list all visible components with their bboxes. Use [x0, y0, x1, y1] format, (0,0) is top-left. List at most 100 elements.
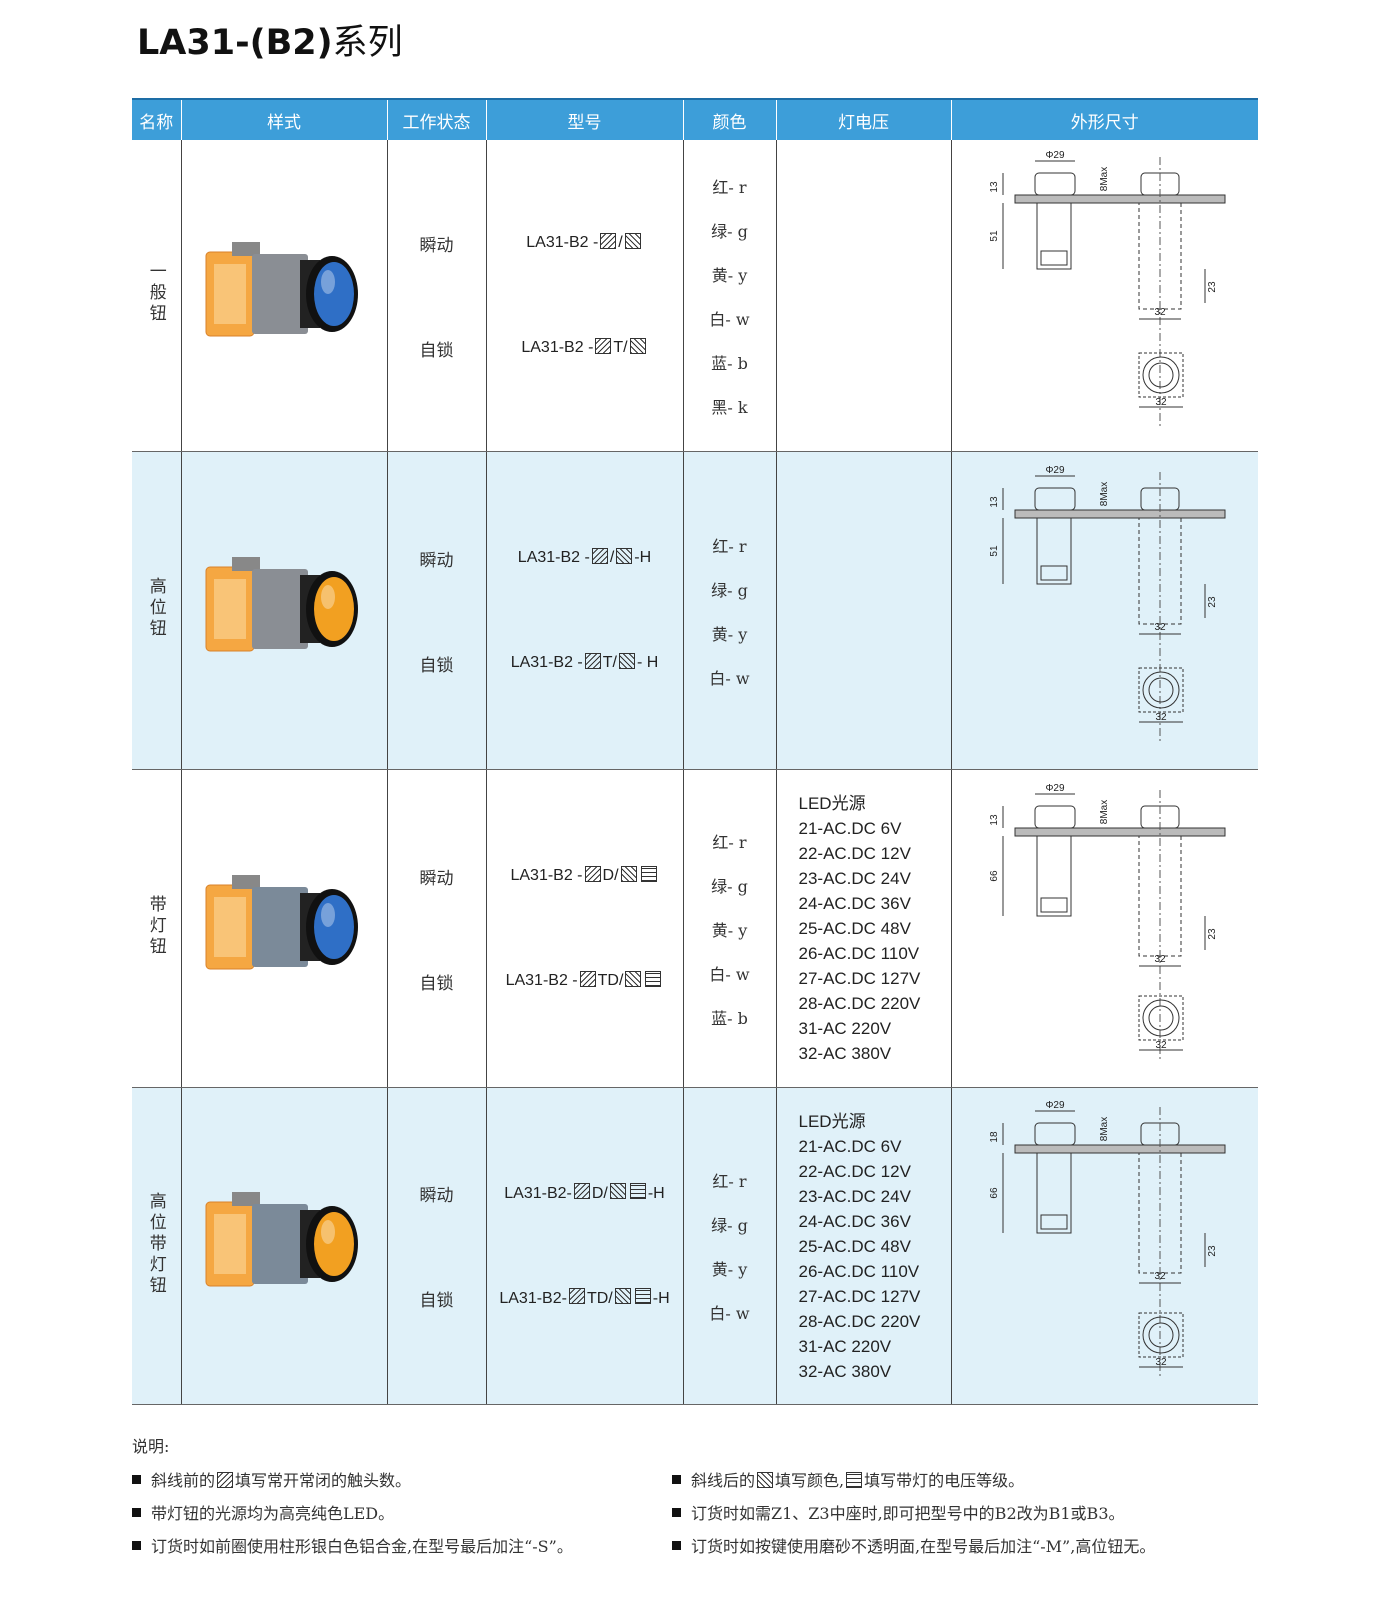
housing [252, 1204, 308, 1284]
voltage-option: 31-AC 220V [798, 1019, 892, 1038]
voltage-option: 26-AC.DC 110V [798, 1261, 920, 1281]
terminal-screw [232, 241, 260, 256]
voltage-lines-icon [640, 865, 657, 882]
voltage-option: LED光源 [798, 1111, 866, 1131]
button-cap-side [1034, 487, 1076, 510]
bullet-icon [672, 1541, 681, 1550]
voltage-option: 23-AC.DC 24V [798, 1186, 911, 1206]
color-hatch-icon [618, 652, 635, 669]
contact-hatch-icon [595, 337, 612, 354]
dim-label-phi: Φ29 [1045, 783, 1065, 794]
dim-label-w1: 32 [1154, 622, 1166, 633]
color-hatch-icon [625, 970, 642, 987]
button-face [314, 1212, 354, 1276]
color-option: 黄- y [711, 1260, 748, 1279]
button-photo [205, 874, 358, 969]
lines-symbol-icon [846, 1471, 863, 1488]
terminal-screw [232, 874, 260, 889]
work-state: 瞬动 [419, 235, 454, 256]
model-number: LA31-B2 -/-H [517, 547, 652, 566]
voltage-option: 22-AC.DC 12V [798, 844, 911, 863]
body-side [1036, 1152, 1072, 1234]
button-cap-side [1034, 1122, 1076, 1146]
housing [252, 886, 308, 967]
voltage-option: 26-AC.DC 110V [798, 944, 920, 963]
color-option: 红- r [712, 1172, 747, 1191]
color-option: 红- r [712, 536, 747, 556]
dim-label-w1: 32 [1154, 307, 1166, 318]
bullet-icon [132, 1508, 141, 1517]
dim-label-max: 8Max [1099, 799, 1110, 823]
bullet-icon [132, 1475, 141, 1484]
dim-label-top: 13 [989, 814, 1000, 826]
voltage-option: 25-AC.DC 48V [798, 1236, 911, 1256]
header-style: 样式 [180, 98, 387, 140]
dim-label-max: 8Max [1099, 166, 1110, 190]
footprint-inner [1148, 1005, 1174, 1030]
title-code: LA31-(B2) [137, 23, 333, 63]
notes-heading: 说明: [132, 1437, 170, 1456]
product-name: 高位带灯钮 [145, 1191, 166, 1297]
dim-label-max: 8Max [1099, 481, 1110, 505]
button-face [314, 261, 354, 326]
product-image-cell [180, 451, 387, 770]
model-number: LA31-B2 -T/- H [510, 652, 659, 671]
footprint-square [1138, 352, 1184, 397]
model-cell: LA31-B2 -/-H LA31-B2 -T/- H [485, 451, 683, 770]
voltage-cell [775, 451, 951, 770]
dim-label-w2: 32 [1155, 397, 1167, 408]
voltage-option: 28-AC.DC 220V [798, 994, 921, 1013]
model-cell: LA31-B2 -D/LA31-B2 -TD/ [485, 769, 683, 1088]
work-state-cell: 瞬动自锁 [386, 451, 486, 770]
voltage-option: 27-AC.DC 127V [798, 1286, 921, 1306]
header-state: 工作状态 [386, 98, 486, 140]
dim-label-w2: 32 [1155, 712, 1167, 723]
footprint-square [1138, 995, 1184, 1040]
work-state: 自锁 [419, 973, 454, 994]
color-option: 黑- k [711, 397, 748, 417]
color-option: 白- w [709, 964, 750, 984]
color-option: 蓝- b [711, 353, 748, 373]
voltage-option: 27-AC.DC 127V [798, 969, 921, 988]
button-cap-side [1034, 805, 1076, 828]
work-state-cell: 瞬动自锁 [386, 769, 486, 1088]
work-state: 瞬动 [419, 550, 454, 571]
color-hatch-icon [629, 337, 646, 354]
work-state: 瞬动 [419, 868, 454, 889]
dim-label-top: 13 [989, 496, 1000, 508]
footprint-circle [1142, 356, 1180, 393]
button-face [314, 576, 354, 641]
button-photo [205, 1192, 358, 1287]
footprint-circle [1142, 1316, 1180, 1354]
note-item: 斜线前的填写常开常闭的触头数。 [132, 1467, 411, 1491]
voltage-option: 28-AC.DC 220V [798, 1311, 921, 1331]
product-name-cell: 带灯钮 [132, 769, 181, 1088]
header-dimension: 外形尺寸 [950, 98, 1258, 140]
model-number: LA31-B2 -TD/ [487, 970, 683, 990]
color-option: 白- w [709, 668, 750, 688]
color-hatch-icon [620, 865, 637, 882]
button-photo [205, 241, 358, 336]
note-item: 订货时如按键使用磨砂不透明面,在型号最后加注“-M”,高位钮无。 [672, 1533, 1155, 1557]
color-option: 白- w [709, 309, 750, 329]
contact-hatch-icon [573, 1183, 590, 1200]
contact-hatch-icon [579, 970, 596, 987]
voltage-option: 32-AC 380V [798, 1361, 892, 1381]
footprint-square [1138, 667, 1184, 712]
model-cell: LA31-B2 -/LA31-B2 -T/ [485, 140, 683, 452]
dim-label-phi: Φ29 [1045, 150, 1065, 161]
voltage-option: 24-AC.DC 36V [798, 1211, 911, 1231]
button-face [314, 894, 354, 959]
work-state-cell: 瞬动自锁 [386, 1087, 486, 1405]
dim-label-side: 23 [1207, 1245, 1218, 1257]
dim-label-height: 51 [989, 545, 1000, 557]
terminals-side [1040, 565, 1068, 580]
dim-label-side: 23 [1207, 596, 1218, 608]
